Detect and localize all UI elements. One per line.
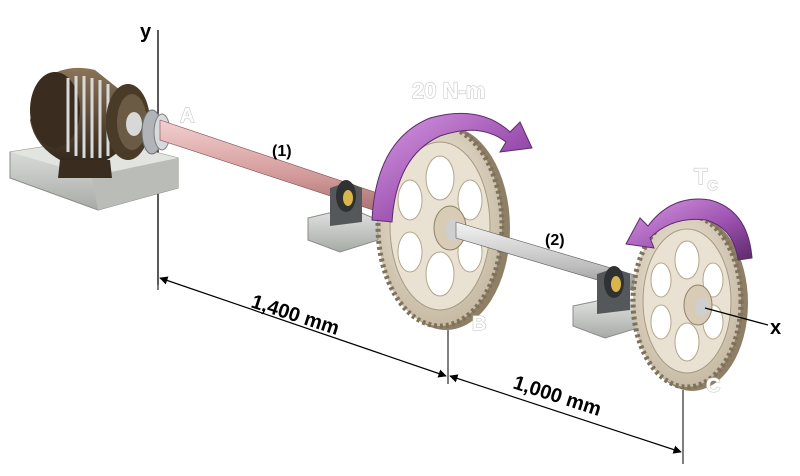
y-axis-label: y [140, 21, 152, 43]
dim-line-ab [159, 276, 447, 378]
dim-ab-label: 1,400 mm [248, 291, 342, 340]
gear-c [630, 212, 748, 391]
shaft-1-label: (1) [272, 143, 292, 160]
point-b-label: B [472, 313, 486, 335]
dim-bc-label: 1,000 mm [510, 372, 604, 421]
torque-arrow-b [371, 112, 533, 223]
point-c-label: C [706, 375, 720, 397]
x-axis-label: x [770, 317, 781, 339]
dim-line-bc [449, 374, 682, 454]
bearing-1 [307, 180, 379, 253]
shaft-2-label: (2) [545, 232, 565, 249]
motor [30, 67, 150, 178]
torque-c-subscript: C [707, 177, 717, 193]
x-axis-line [704, 307, 769, 326]
point-a-label: A [180, 105, 194, 127]
torque-c-label: TC [694, 164, 718, 193]
bearing-2 [572, 266, 645, 339]
torque-arrow-c [625, 198, 753, 261]
torque-b-label: 20 N-m [412, 78, 485, 103]
